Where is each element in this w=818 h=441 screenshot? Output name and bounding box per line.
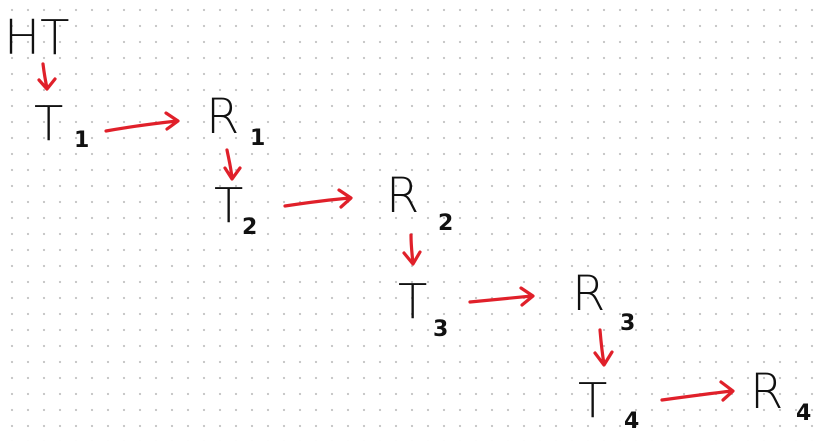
arrow-t1-to-r1: [104, 111, 180, 133]
node-t4-subscript: 4: [624, 409, 639, 434]
arrow-ht-to-t1: [37, 62, 57, 91]
node-ht: HT: [4, 10, 69, 66]
arrows: [37, 62, 735, 402]
arrow-t3-to-r3: [468, 286, 535, 307]
node-r2-letter: R: [386, 168, 419, 224]
node-t1-subscript: 1: [74, 128, 89, 153]
node-r3-subscript: 3: [620, 311, 635, 336]
node-t3-subscript: 3: [433, 317, 448, 342]
node-t4-letter: T: [578, 373, 607, 429]
node-t3-letter: T: [398, 274, 427, 330]
arrow-r1-to-t2: [223, 148, 242, 181]
node-r1-subscript: 1: [250, 126, 265, 151]
node-r4-letter: R: [750, 364, 783, 420]
node-r1-letter: R: [206, 89, 239, 145]
node-t2-subscript: 2: [242, 215, 257, 240]
arrow-r2-to-t3: [402, 233, 422, 266]
arrow-t4-to-r4: [660, 380, 735, 402]
node-t2-letter: T: [214, 178, 243, 234]
node-t1-letter: T: [34, 96, 63, 152]
node-r3-letter: R: [572, 266, 605, 322]
node-r2-subscript: 2: [438, 211, 453, 236]
arrow-t2-to-r2: [283, 188, 353, 209]
arrow-r3-to-t4: [593, 328, 614, 367]
node-r4-subscript: 4: [796, 401, 811, 426]
